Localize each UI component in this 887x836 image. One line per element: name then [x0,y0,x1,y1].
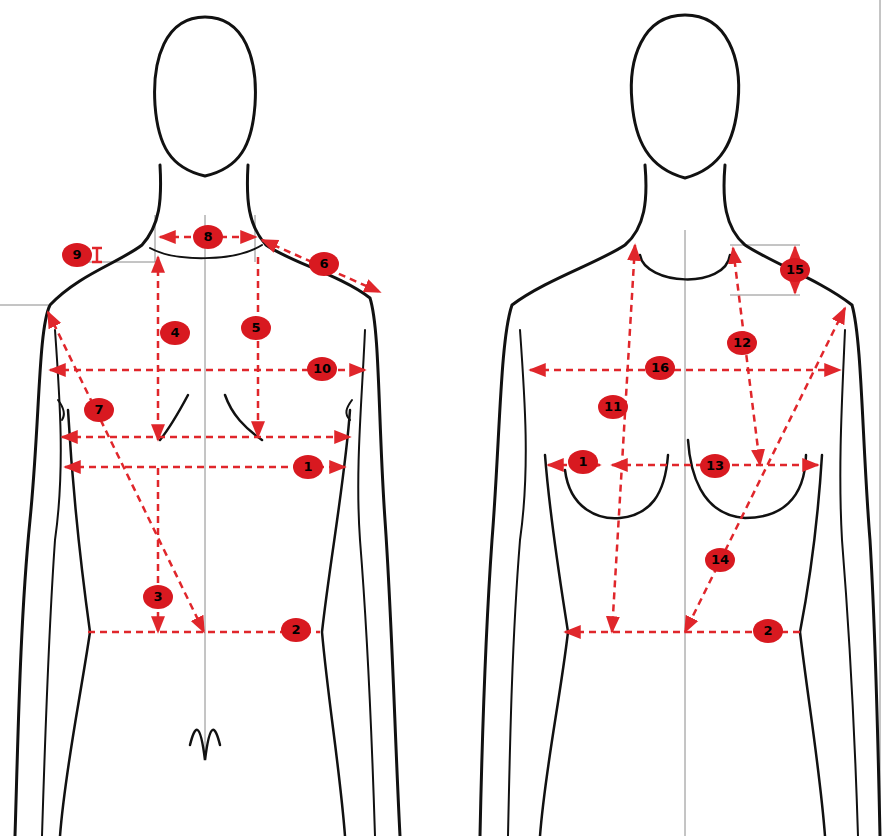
callout-number: 8 [193,225,223,249]
callout-number: 16 [645,356,675,380]
callout-number: 9 [62,243,92,267]
callout-number: 11 [598,395,628,419]
callout-number: 15 [780,258,810,282]
callout-number: 14 [705,548,735,572]
callout-number: 7 [84,398,114,422]
callout-number: 6 [309,252,339,276]
callout-number: 1 [293,455,323,479]
callout-number: 12 [727,331,757,355]
callout-number: 1 [568,450,598,474]
callout-number: 13 [700,454,730,478]
callout-number: 2 [281,618,311,642]
callout-number: 3 [143,585,173,609]
callout-number: 10 [307,357,337,381]
callout-number: 5 [241,316,271,340]
callout-number: 4 [160,321,190,345]
callout-number: 2 [753,619,783,643]
